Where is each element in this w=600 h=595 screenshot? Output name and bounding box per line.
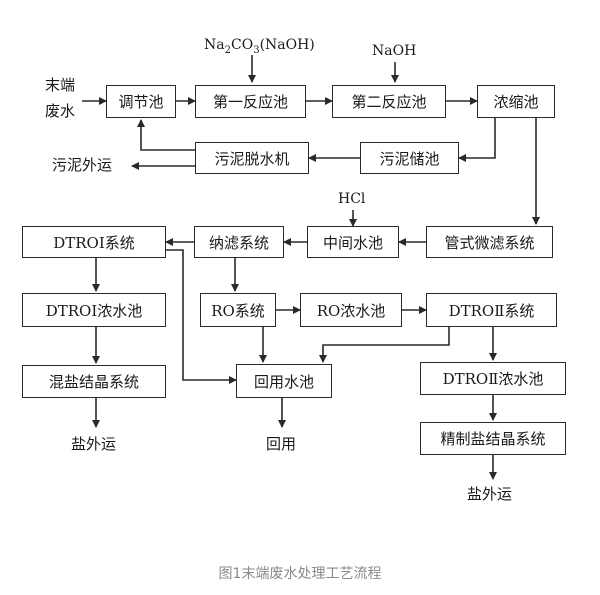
node-dtro1: DTROⅠ系统 [22,226,166,258]
node-nalv: 纳滤系统 [194,226,284,258]
salt-out-label-1: 盐外运 [71,435,117,453]
arrow-dtro1-to-huiyong [166,249,237,384]
node-ro: RO系统 [200,293,276,327]
node-guanshi: 管式微滤系统 [426,226,553,258]
node-dtro1-nong: DTROⅠ浓水池 [22,293,166,327]
node-nongsuo: 浓缩池 [477,85,555,118]
node-tiaojie: 调节池 [106,85,176,118]
arrow-dtro2-to-huiyong [319,327,450,363]
node-zhongjian: 中间水池 [307,226,399,258]
wastewater-label-line1: 末端 [45,76,76,94]
node-fanying1: 第一反应池 [195,85,306,118]
node-dtro2-nong: DTROⅡ浓水池 [420,362,566,395]
reagent1-label: Na2CO3(NaOH) [204,37,315,56]
arrow-nongsuo-to-chucun [458,117,496,162]
reagent3-label: HCl [338,191,366,207]
salt-out-label-2: 盐外运 [467,485,513,503]
figure-caption: 图1末端废水处理工艺流程 [218,566,382,582]
reagent2-label: NaOH [372,43,417,59]
node-jingzhi: 精制盐结晶系统 [420,422,566,455]
node-ro-nong: RO浓水池 [300,293,402,327]
arrow-tuoshui-to-tiaojie [137,119,195,151]
node-dtro2: DTROⅡ系统 [426,293,557,327]
reuse-label: 回用 [266,435,297,453]
node-wuni-chucun: 污泥储池 [360,142,459,174]
node-fanying2: 第二反应池 [332,85,446,118]
node-wuni-tuoshui: 污泥脱水机 [195,142,309,174]
node-huiyong-chi: 回用水池 [236,364,332,398]
wastewater-label-line2: 废水 [45,102,76,120]
node-hunyan: 混盐结晶系统 [22,365,166,398]
sludge-out-label: 污泥外运 [52,156,113,174]
